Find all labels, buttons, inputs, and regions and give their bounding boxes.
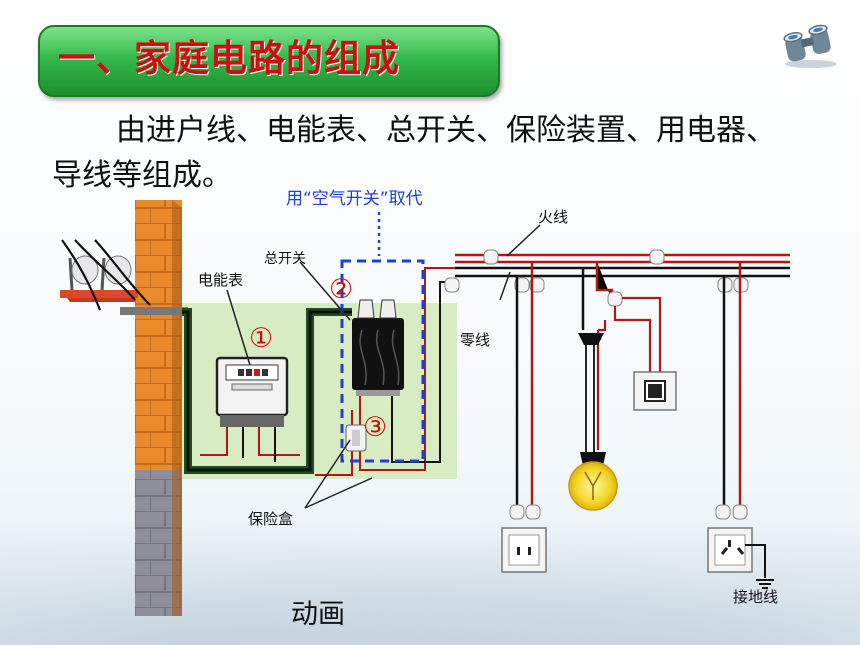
socket-branch-1 (501, 262, 547, 573)
label-neutral-wire: 零线 (460, 331, 490, 349)
socket-branch-2 (707, 262, 774, 589)
label-meter: 电能表 (198, 271, 243, 289)
binoculars-icon (783, 24, 837, 68)
animation-link[interactable]: 动画 (291, 599, 345, 630)
brick-wall (135, 200, 182, 616)
title-banner (38, 25, 500, 97)
fuse-box (345, 424, 367, 452)
label-main-switch: 总开关 (264, 251, 306, 267)
marker-2: ② (329, 274, 353, 305)
intro-text: 由进户线、电能表、总开关、保险装置、用电器、导线等组成。 (52, 113, 776, 193)
label-ground-wire: 接地线 (733, 588, 778, 606)
label-live-wire: 火线 (538, 208, 568, 226)
main-switch (352, 299, 404, 396)
note-air-switch: 用“空气开关”取代 (286, 189, 423, 209)
label-pointers (226, 224, 541, 509)
label-fuse-box: 保险盒 (248, 510, 293, 528)
electric-meter (215, 356, 289, 427)
meter-wires (200, 427, 300, 462)
air-switch-dashed-box (340, 259, 425, 463)
distribution-lines (444, 249, 790, 293)
marker-1: ① (249, 323, 273, 354)
marker-3: ③ (363, 412, 387, 443)
slide-title: 一、家庭电路的组成 (58, 37, 400, 80)
lamp-branch (568, 262, 677, 511)
incoming-line-insulators (60, 239, 188, 315)
